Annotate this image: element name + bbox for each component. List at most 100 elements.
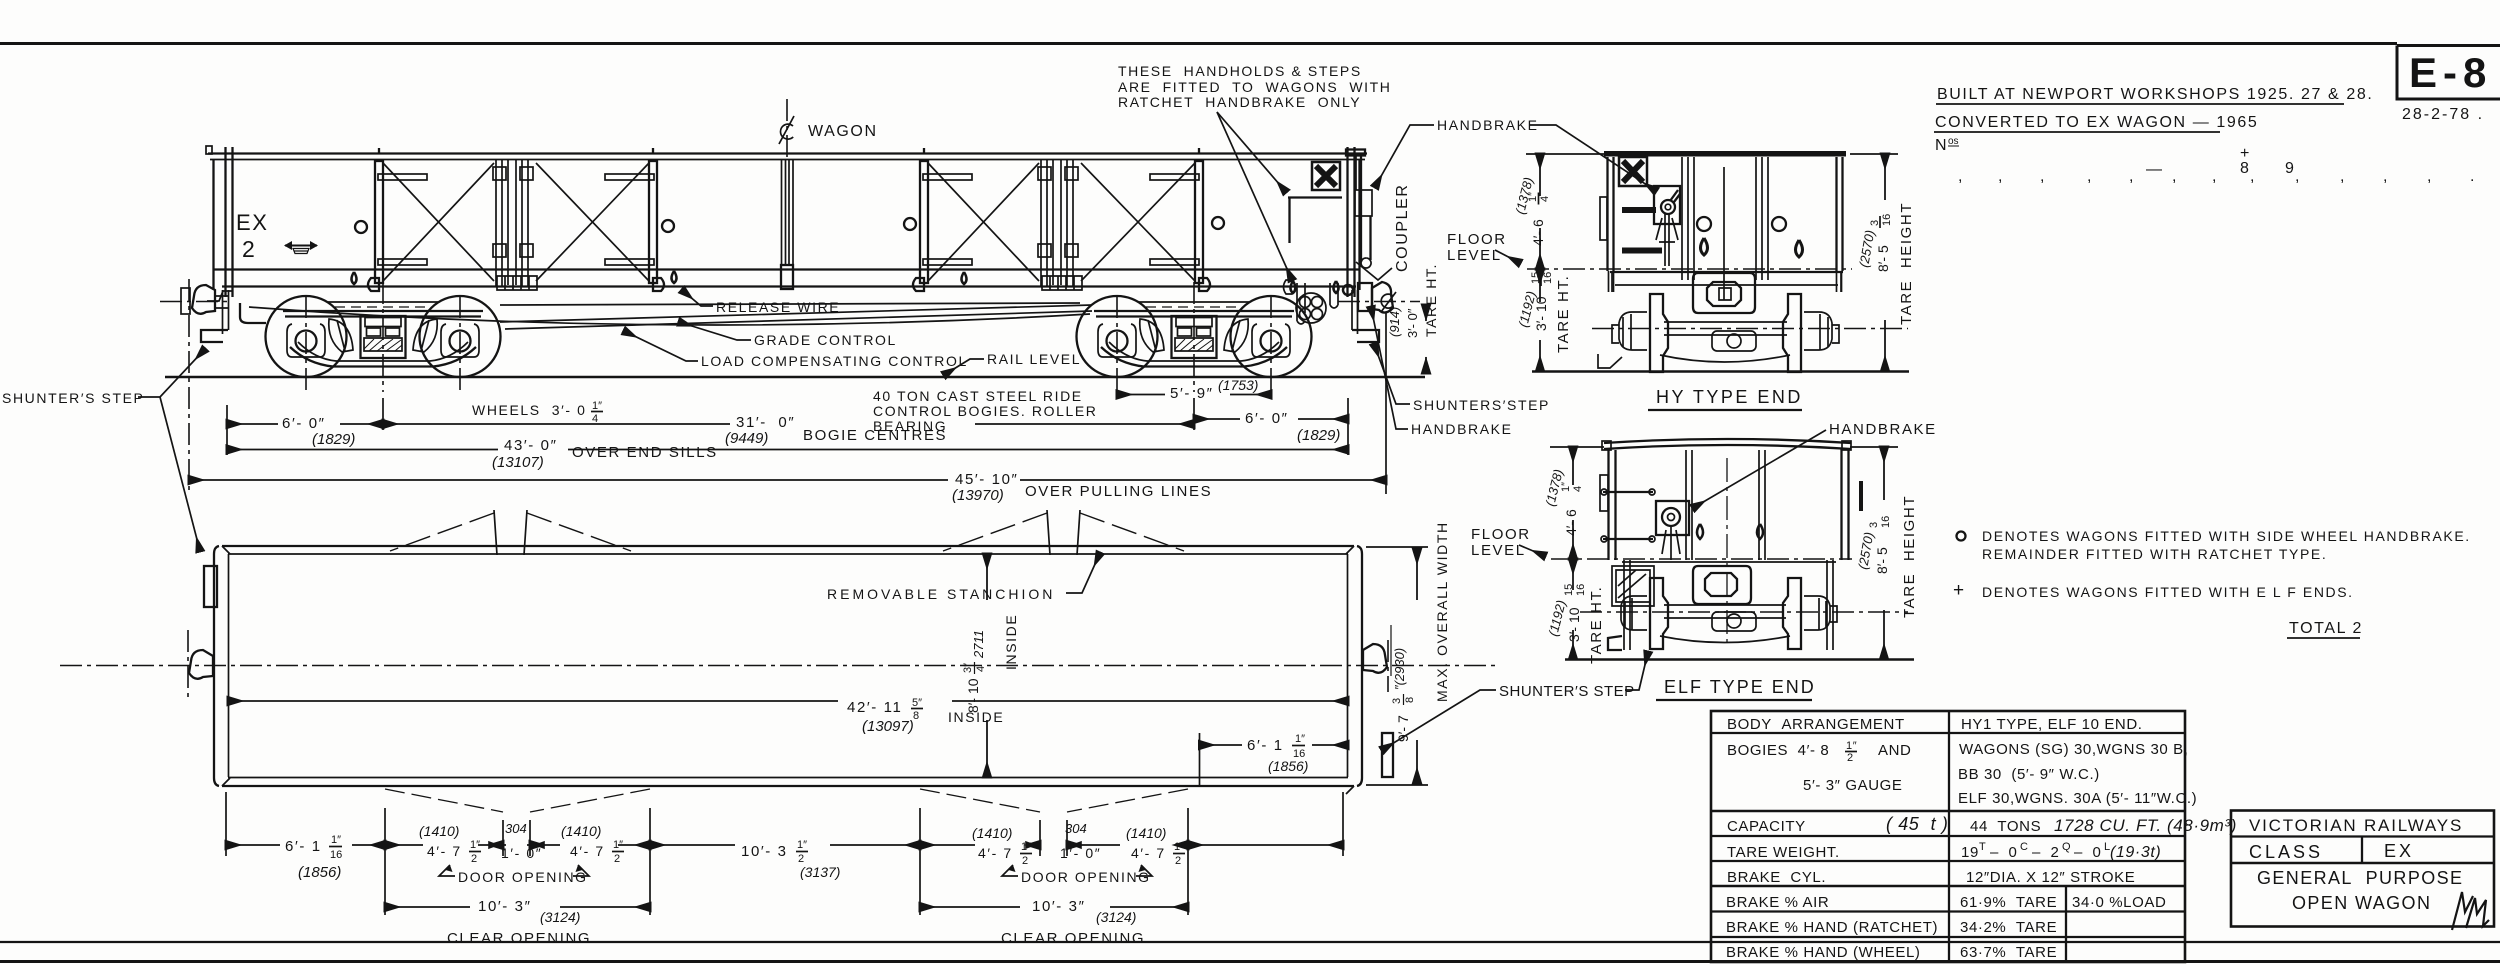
svg-text:42′- 11: 42′- 11 bbox=[847, 699, 902, 716]
svg-text:1728 CU. FT. (48·9m³): 1728 CU. FT. (48·9m³) bbox=[2054, 816, 2237, 835]
svg-text:1″: 1″ bbox=[613, 839, 623, 851]
svg-text:(3124): (3124) bbox=[540, 909, 580, 925]
svg-text:.: . bbox=[2470, 168, 2474, 185]
svg-text:2: 2 bbox=[1022, 855, 1028, 867]
svg-text:HANDBRAKE: HANDBRAKE bbox=[1829, 421, 1937, 438]
svg-text:EX: EX bbox=[236, 210, 269, 235]
svg-text:(9449): (9449) bbox=[725, 430, 768, 447]
svg-text:Q: Q bbox=[2062, 841, 2071, 853]
svg-text:(1410): (1410) bbox=[1126, 825, 1166, 841]
svg-text:RELEASE WIRE: RELEASE WIRE bbox=[716, 299, 840, 315]
svg-text:1′- 0″: 1′- 0″ bbox=[501, 845, 542, 861]
svg-text:RATCHET HANDBRAKE ONLY: RATCHET HANDBRAKE ONLY bbox=[1118, 94, 1361, 110]
svg-text:(2570): (2570) bbox=[1855, 531, 1876, 571]
svg-text:3: 3 bbox=[1868, 522, 1880, 528]
svg-text:5′- 9″: 5′- 9″ bbox=[1170, 385, 1214, 402]
svg-text:BB 30 (5′- 9″ W.C.): BB 30 (5′- 9″ W.C.) bbox=[1958, 766, 2100, 783]
svg-text:– 2: – 2 bbox=[2032, 844, 2059, 861]
svg-text:2: 2 bbox=[1175, 855, 1181, 867]
svg-text:WHEELS 3′- 0: WHEELS 3′- 0 bbox=[472, 402, 586, 418]
svg-text:RAIL LEVEL: RAIL LEVEL bbox=[987, 351, 1081, 367]
svg-text:44 TONS: 44 TONS bbox=[1970, 818, 2051, 835]
svg-text:,: , bbox=[2087, 168, 2091, 185]
svg-text:6′- 0″: 6′- 0″ bbox=[282, 415, 326, 432]
svg-text:DOOR OPENING: DOOR OPENING bbox=[458, 869, 588, 885]
svg-text:1″: 1″ bbox=[331, 834, 341, 846]
svg-text:1″: 1″ bbox=[1560, 482, 1572, 492]
svg-text:FLOOR: FLOOR bbox=[1447, 231, 1507, 248]
svg-text:CLASS: CLASS bbox=[2249, 842, 2323, 862]
svg-text:34·0 %LOAD: 34·0 %LOAD bbox=[2072, 894, 2166, 911]
svg-text:3′- 10: 3′- 10 bbox=[1533, 296, 1549, 331]
svg-text:(1410): (1410) bbox=[561, 823, 601, 839]
svg-text:T: T bbox=[1979, 841, 1986, 853]
svg-text:8′- 10: 8′- 10 bbox=[965, 678, 981, 713]
svg-text:THESE HANDHOLDS & STEPS: THESE HANDHOLDS & STEPS bbox=[1118, 63, 1362, 79]
svg-text:HY TYPE END: HY TYPE END bbox=[1656, 387, 1803, 407]
svg-text:CONTROL BOGIES. ROLLER: CONTROL BOGIES. ROLLER bbox=[873, 403, 1098, 419]
svg-text:BOGIE CENTRES: BOGIE CENTRES bbox=[803, 427, 947, 444]
svg-text:E-8: E-8 bbox=[2409, 49, 2492, 96]
svg-text:″(2930): ″(2930) bbox=[1392, 648, 1407, 690]
svg-text:,: , bbox=[2172, 168, 2176, 185]
svg-text:AND: AND bbox=[1878, 742, 1911, 759]
svg-text:BRAKE CYL.: BRAKE CYL. bbox=[1727, 869, 1826, 886]
svg-text:BODY ARRANGEMENT: BODY ARRANGEMENT bbox=[1727, 716, 1905, 733]
svg-text:16: 16 bbox=[330, 849, 342, 861]
svg-text:1″: 1″ bbox=[1295, 733, 1305, 745]
svg-text:ELF 30,WGNS. 30A (5′- 11″W.C.): ELF 30,WGNS. 30A (5′- 11″W.C.) bbox=[1958, 790, 2197, 807]
svg-text:HY1 TYPE, ELF 10 END.: HY1 TYPE, ELF 10 END. bbox=[1961, 716, 2143, 733]
svg-text:(13097): (13097) bbox=[862, 718, 914, 735]
svg-text:+: + bbox=[1953, 580, 1964, 601]
svg-text:BUILT AT NEWPORT WORKSHOPS 192: BUILT AT NEWPORT WORKSHOPS 1925. 27 & 28… bbox=[1937, 86, 2373, 103]
svg-text:15: 15 bbox=[1563, 584, 1575, 596]
svg-text:63·7% TARE: 63·7% TARE bbox=[1960, 944, 2057, 961]
svg-text:OPEN WAGON: OPEN WAGON bbox=[2292, 893, 2431, 913]
svg-text:(2570): (2570) bbox=[1856, 229, 1877, 269]
svg-text:(1410): (1410) bbox=[972, 825, 1012, 841]
svg-text:BRAKE % HAND (RATCHET): BRAKE % HAND (RATCHET) bbox=[1726, 919, 1938, 936]
svg-text:,: , bbox=[2427, 168, 2431, 185]
svg-text:L: L bbox=[2104, 841, 2111, 853]
svg-text:(13107): (13107) bbox=[492, 454, 544, 471]
svg-text:CLEAR OPENING: CLEAR OPENING bbox=[1001, 930, 1145, 947]
svg-text:,: , bbox=[2212, 168, 2216, 185]
svg-text:16: 16 bbox=[1881, 214, 1893, 226]
svg-text:MAX. OVERALL WIDTH: MAX. OVERALL WIDTH bbox=[1434, 521, 1450, 702]
svg-text:– 0: – 0 bbox=[1990, 844, 2017, 861]
svg-text:,: , bbox=[1958, 168, 1962, 185]
svg-text:4′- 7: 4′- 7 bbox=[978, 845, 1013, 861]
svg-text:304: 304 bbox=[505, 821, 527, 836]
svg-text:INSIDE: INSIDE bbox=[948, 709, 1004, 725]
svg-text:31′- 0″: 31′- 0″ bbox=[736, 414, 795, 431]
svg-text:TOTAL 2: TOTAL 2 bbox=[2289, 620, 2363, 637]
svg-text:TARE HEIGHT: TARE HEIGHT bbox=[1901, 495, 1918, 618]
svg-text:,: , bbox=[2250, 168, 2254, 185]
svg-text:(13970): (13970) bbox=[952, 487, 1004, 504]
svg-text:4′- 7: 4′- 7 bbox=[570, 843, 605, 859]
svg-text:,: , bbox=[2340, 168, 2344, 185]
svg-text:4′- 7: 4′- 7 bbox=[427, 843, 462, 859]
svg-text:(3137): (3137) bbox=[800, 864, 840, 880]
svg-text:304: 304 bbox=[1065, 821, 1087, 836]
svg-text:34·2% TARE: 34·2% TARE bbox=[1960, 919, 2057, 936]
svg-text:40 TON CAST STEEL RIDE: 40 TON CAST STEEL RIDE bbox=[873, 388, 1083, 404]
svg-text:INSIDE: INSIDE bbox=[1003, 614, 1019, 670]
svg-text:BOGIES 4′- 8: BOGIES 4′- 8 bbox=[1727, 742, 1829, 759]
svg-text:CLEAR OPENING: CLEAR OPENING bbox=[447, 930, 591, 947]
svg-text:– 0: – 0 bbox=[2074, 844, 2101, 861]
svg-text:6′- 1: 6′- 1 bbox=[1247, 737, 1284, 754]
svg-text:3: 3 bbox=[1869, 220, 1881, 226]
svg-text:9: 9 bbox=[2285, 160, 2294, 177]
svg-text:C: C bbox=[2020, 841, 2029, 853]
svg-text:VICTORIAN RAILWAYS: VICTORIAN RAILWAYS bbox=[2249, 816, 2463, 835]
svg-text:8′- 5: 8′- 5 bbox=[1875, 245, 1891, 272]
svg-text:(1829): (1829) bbox=[1297, 427, 1340, 444]
svg-text:TARE HT.: TARE HT. bbox=[1555, 275, 1572, 353]
svg-text:45′- 10″: 45′- 10″ bbox=[955, 471, 1018, 488]
svg-text:5′- 3″ GAUGE: 5′- 3″ GAUGE bbox=[1803, 777, 1903, 794]
svg-text:HANDBRAKE: HANDBRAKE bbox=[1437, 117, 1539, 133]
svg-text:2: 2 bbox=[614, 853, 620, 865]
svg-text:CONVERTED TO EX WAGON — 1965: CONVERTED TO EX WAGON — 1965 bbox=[1935, 114, 2258, 131]
svg-text:,: , bbox=[2295, 168, 2299, 185]
